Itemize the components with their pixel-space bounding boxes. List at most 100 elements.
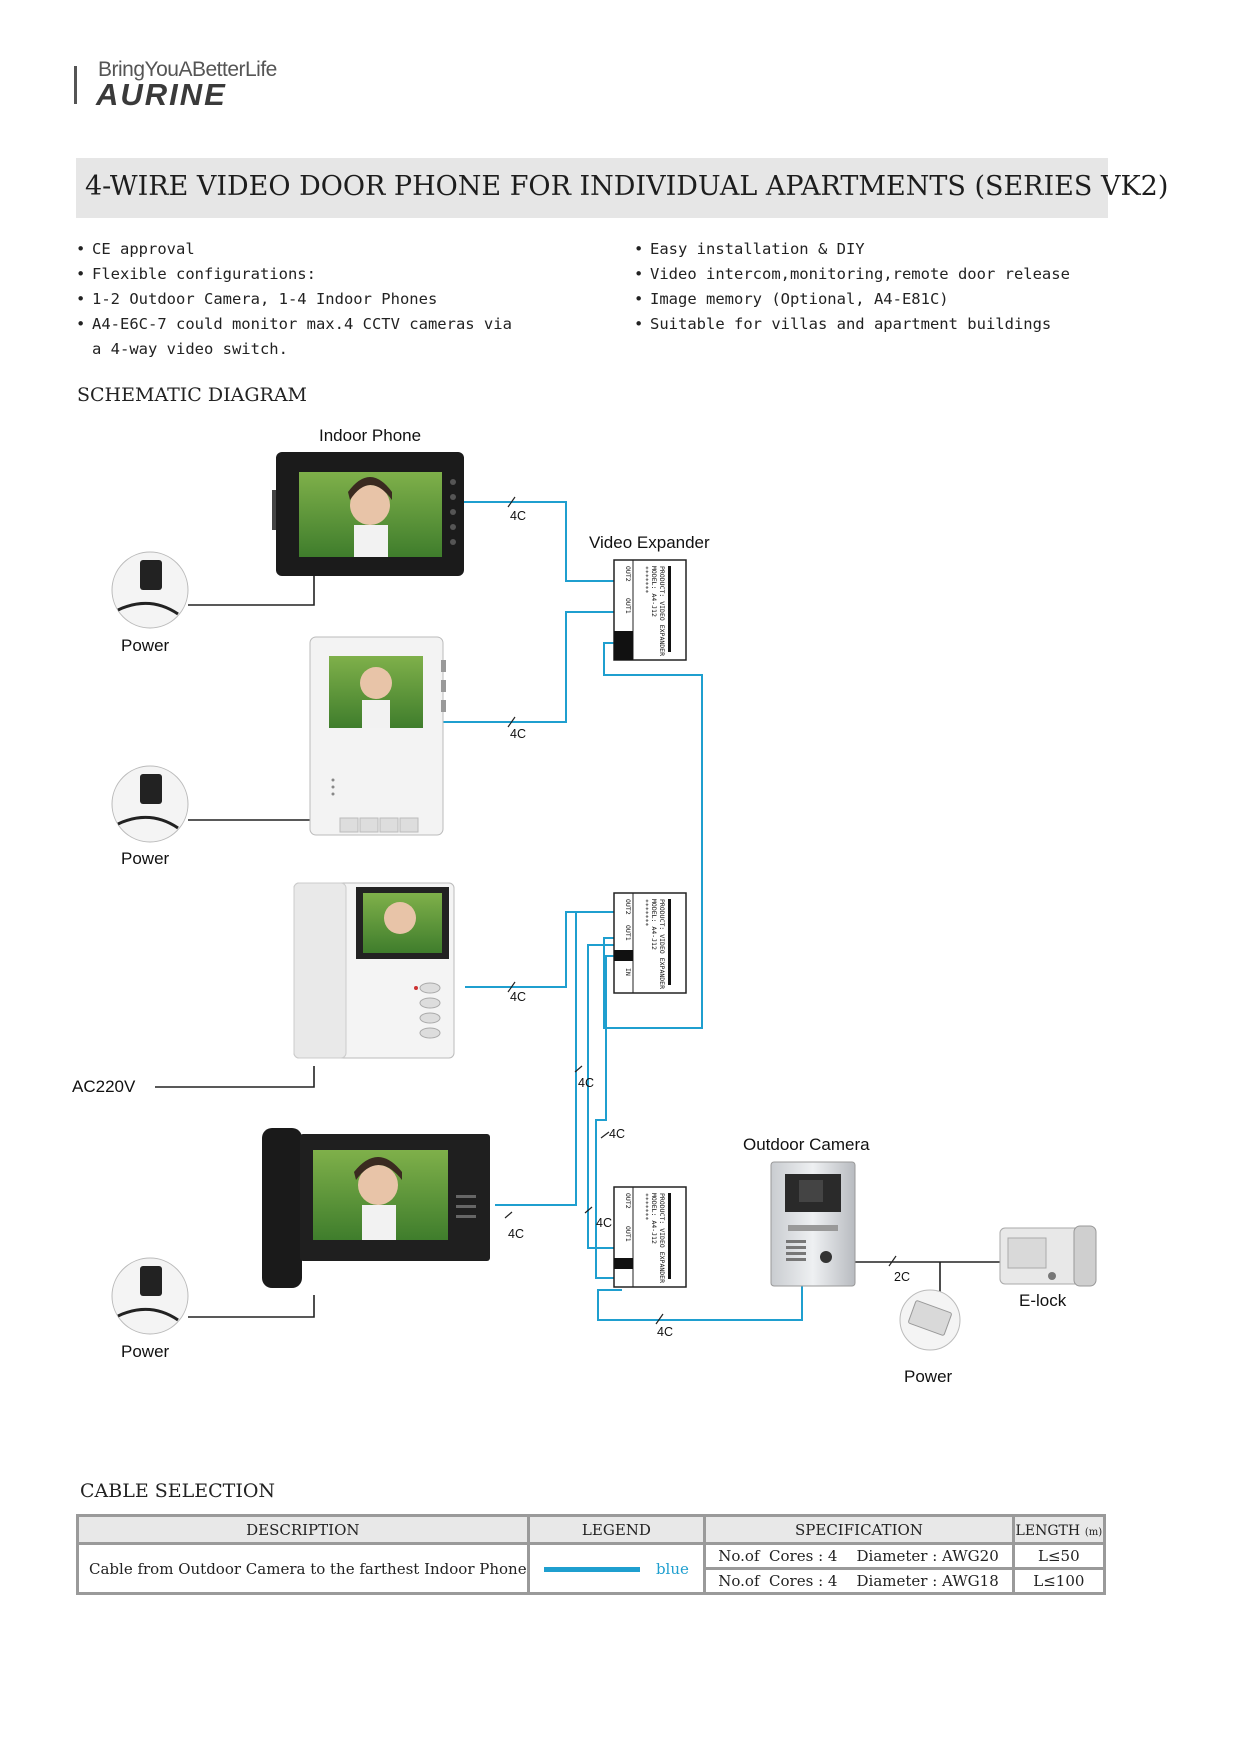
feature-item: A4-E6C-7 could monitor max.4 CCTV camera…	[76, 312, 546, 362]
header-specification: SPECIFICATION	[703, 1514, 1015, 1545]
video-expander-1	[613, 559, 687, 661]
cable-label-4c: 4C	[657, 1325, 673, 1339]
power-adapter-4	[111, 1257, 189, 1335]
page-title: 4-WIRE VIDEO DOOR PHONE FOR INDIVIDUAL A…	[85, 171, 1169, 202]
table-header-row: DESCRIPTION LEGEND SPECIFICATION LENGTH …	[76, 1514, 1107, 1545]
feature-item: Image memory (Optional, A4-E81C)	[634, 287, 1114, 312]
title-band: 4-WIRE VIDEO DOOR PHONE FOR INDIVIDUAL A…	[76, 158, 1168, 218]
legend-blue-line	[543, 1566, 640, 1572]
cable-phone1-exp1	[463, 501, 622, 582]
cable-description: Cable from Outdoor Camera to the farthes…	[76, 1542, 530, 1595]
cable-phone2-exp1	[443, 611, 622, 723]
cable-selection-heading: CABLE SELECTION	[80, 1480, 276, 1502]
indoor-phone-4	[262, 1128, 490, 1288]
cable-label-4c: 4C	[596, 1216, 612, 1230]
cable-label-2c: 2C	[894, 1270, 910, 1284]
expander-model: MODEL: A4-J12	[650, 1193, 658, 1244]
cable-label-4c: 4C	[510, 727, 526, 741]
expander-model: MODEL: A4-J12	[650, 566, 658, 617]
power-label: Power	[904, 1367, 953, 1386]
power-label: Power	[121, 1342, 170, 1361]
feature-item: Easy installation & DIY	[634, 237, 1114, 262]
elock-label: E-lock	[1019, 1291, 1067, 1310]
indoor-phone-2	[309, 636, 446, 836]
cable-phone3-exp2	[465, 911, 622, 988]
schematic-diagram: 4C 4C 4C 4C 4C 4C 4C 4C 2C Indoor Phone …	[72, 426, 1097, 1386]
table-row: Cable from Outdoor Camera to the farthes…	[76, 1542, 1107, 1595]
indoor-phone-3	[293, 882, 455, 1059]
schematic-heading: SCHEMATIC DIAGRAM	[77, 384, 308, 406]
cable-label-4c: 4C	[578, 1076, 594, 1090]
expander-ports-3: OUT2 OUT1	[624, 1193, 632, 1242]
power-adapter-1	[111, 551, 189, 629]
ac220v-label: AC220V	[72, 1077, 136, 1096]
cable-label-4c: 4C	[508, 1227, 524, 1241]
indoor-phone-label: Indoor Phone	[319, 426, 421, 445]
cable-length-1: L≤50	[1011, 1542, 1107, 1570]
port-label-out1: OUT1	[624, 1226, 632, 1242]
header-length-unit: (m)	[1084, 1526, 1103, 1538]
video-expander-label: Video Expander	[589, 533, 710, 552]
cable-spec-2: No.of Cores : 4 Diameter : AWG18	[703, 1567, 1015, 1595]
cable-label-4c: 4C	[609, 1127, 625, 1141]
video-expander-3	[613, 1186, 687, 1288]
feature-item: Video intercom,monitoring,remote door re…	[634, 262, 1114, 287]
power-adapter-2	[111, 765, 189, 843]
expander-product: PRODUCT: VIDEO EXPANDER	[658, 899, 666, 989]
expander-text-1: PRODUCT: VIDEO EXPANDER MODEL: A4-J12 **…	[642, 566, 666, 656]
indoor-phone-1	[272, 452, 464, 576]
e-lock	[999, 1225, 1097, 1287]
expander-model: MODEL: A4-J12	[650, 899, 658, 950]
black-cables	[155, 575, 1000, 1318]
expander-text-2: PRODUCT: VIDEO EXPANDER MODEL: A4-J12 **…	[642, 899, 666, 989]
cable-exp3-camera	[597, 1285, 803, 1321]
header-length: LENGTH (m)	[1011, 1514, 1107, 1545]
cable-phone4-exp3	[495, 911, 622, 1206]
cable-legend: blue	[526, 1542, 707, 1595]
logo-tagline: BringYouABetterLife	[98, 58, 277, 81]
feature-list-left: CE approval Flexible configurations: 1-2…	[76, 237, 546, 362]
table-row: No.of Cores : 4 Diameter : AWG18 L≤100	[78, 1567, 1107, 1595]
cable-ticks	[504, 496, 897, 1325]
power-label: Power	[121, 636, 170, 655]
cable-selection-table: DESCRIPTION LEGEND SPECIFICATION LENGTH …	[76, 1514, 1107, 1595]
header-description: DESCRIPTION	[76, 1514, 530, 1545]
expander-ports-2: OUT2 OUT1 IN	[624, 899, 632, 976]
video-expander-2	[613, 892, 687, 994]
lock-power-supply	[899, 1289, 961, 1351]
ac-line	[155, 1066, 315, 1088]
port-label-out2: OUT2	[624, 1193, 632, 1209]
port-label-out1: OUT1	[624, 598, 632, 614]
expander-serial: *******	[642, 899, 650, 926]
cable-label-4c: 4C	[510, 990, 526, 1004]
logo-brand-name: AURINE	[96, 77, 227, 112]
blue-cables	[443, 501, 803, 1321]
header-length-text: LENGTH	[1015, 1522, 1081, 1539]
cable-exp3-exp2	[595, 955, 622, 1279]
cable-label-4c: 4C	[510, 509, 526, 523]
cable-exp1-exp2	[603, 642, 703, 1029]
power-label: Power	[121, 849, 170, 868]
expander-product: PRODUCT: VIDEO EXPANDER	[658, 1193, 666, 1283]
expander-ports-1: OUT2 OUT1	[624, 566, 632, 614]
power-line-1	[188, 575, 315, 606]
feature-item: Flexible configurations:	[76, 262, 546, 287]
expander-text-3: PRODUCT: VIDEO EXPANDER MODEL: A4-J12 **…	[642, 1193, 666, 1283]
outdoor-camera-label: Outdoor Camera	[743, 1135, 870, 1154]
expander-serial: *******	[642, 566, 650, 593]
expander-serial: *******	[642, 1193, 650, 1220]
port-label-in: IN	[624, 968, 632, 976]
outdoor-camera	[770, 1161, 856, 1287]
power-line-4	[188, 1295, 315, 1318]
logo-bar	[74, 66, 77, 104]
feature-item: 1-2 Outdoor Camera, 1-4 Indoor Phones	[76, 287, 546, 312]
feature-item: Suitable for villas and apartment buildi…	[634, 312, 1114, 337]
cable-spec-1: No.of Cores : 4 Diameter : AWG20	[703, 1542, 1015, 1570]
cable-length-2: L≤100	[1011, 1567, 1107, 1595]
feature-item: CE approval	[76, 237, 546, 262]
feature-list-right: Easy installation & DIY Video intercom,m…	[634, 237, 1114, 337]
legend-text: blue	[655, 1560, 689, 1578]
port-label-out1: OUT1	[624, 925, 632, 941]
port-label-out2: OUT2	[624, 899, 632, 915]
expander-product: PRODUCT: VIDEO EXPANDER	[658, 566, 666, 656]
